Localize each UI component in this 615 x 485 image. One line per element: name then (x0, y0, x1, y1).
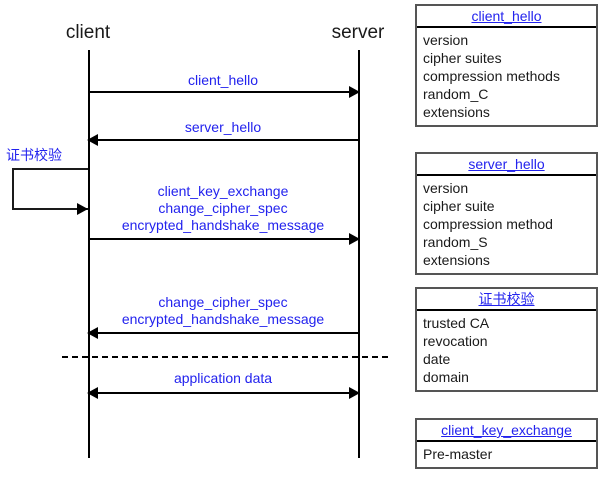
arrowhead-left-icon (87, 327, 98, 339)
info-box-body-server-hello: version cipher suite compression method … (417, 176, 596, 273)
info-box-body-certificate-verification: trusted CA revocation date domain (417, 311, 596, 390)
info-box-client-key-exchange: client_key_exchange Pre-master (415, 418, 598, 469)
message-label-client-hello: client_hello (187, 72, 259, 88)
arrowhead-right-icon (349, 387, 360, 399)
info-box-item: version (423, 32, 469, 48)
message-arrow-client-key-exchange (88, 238, 350, 240)
info-box-item: random_S (423, 234, 488, 250)
lifeline-client (88, 50, 90, 458)
info-box-client-hello: client_hello version cipher suites compr… (415, 4, 598, 127)
handshake-complete-separator (62, 356, 388, 358)
info-box-title-server-hello: server_hello (417, 154, 596, 176)
info-box-item: extensions (423, 104, 490, 120)
info-box-item: compression method (423, 216, 553, 232)
info-box-item: extensions (423, 252, 490, 268)
info-box-item: random_C (423, 86, 489, 102)
info-box-item: Pre-master (423, 446, 493, 462)
info-box-server-hello: server_hello version cipher suite compre… (415, 152, 598, 275)
message-label-client-key-exchange: client_key_exchange (157, 183, 289, 199)
info-box-item: compression methods (423, 68, 560, 84)
arrowhead-right-icon (349, 233, 360, 245)
info-box-title-client-key-exchange: client_key_exchange (417, 420, 596, 442)
message-label-encrypted-handshake-message-client: encrypted_handshake_message (121, 217, 325, 233)
lifeline-server (358, 50, 360, 458)
info-box-item: cipher suite (423, 198, 495, 214)
info-box-certificate-verification: 证书校验 trusted CA revocation date domain (415, 287, 598, 392)
arrowhead-right-icon (77, 203, 88, 215)
info-box-body-client-key-exchange: Pre-master (417, 442, 596, 467)
info-box-item: cipher suites (423, 50, 502, 66)
message-label-encrypted-handshake-message-server: encrypted_handshake_message (121, 311, 325, 327)
info-box-item: domain (423, 369, 469, 385)
info-box-item: revocation (423, 333, 488, 349)
message-label-change-cipher-spec-client: change_cipher_spec (158, 200, 288, 216)
arrowhead-left-icon (87, 134, 98, 146)
actor-label-client: client (65, 22, 111, 43)
message-label-server-hello: server_hello (184, 119, 262, 135)
message-arrow-change-cipher-spec-server (97, 332, 358, 334)
info-box-item: version (423, 180, 469, 196)
arrowhead-right-icon (349, 86, 360, 98)
info-box-title-certificate-verification: 证书校验 (417, 289, 596, 311)
actor-label-server: server (331, 22, 385, 43)
message-label-application-data: application data (173, 370, 273, 386)
message-arrow-server-hello (97, 139, 358, 141)
info-box-body-client-hello: version cipher suites compression method… (417, 28, 596, 125)
info-box-item: date (423, 351, 451, 367)
message-arrow-client-hello (88, 91, 350, 93)
message-label-change-cipher-spec-server: change_cipher_spec (158, 294, 288, 310)
self-action-label-certificate-verification: 证书校验 (6, 147, 62, 163)
info-box-item: trusted CA (423, 315, 490, 331)
self-action-loop-certificate-verification (12, 168, 88, 210)
message-arrow-application-data (97, 392, 349, 394)
arrowhead-left-icon (87, 387, 98, 399)
info-box-title-client-hello: client_hello (417, 6, 596, 28)
